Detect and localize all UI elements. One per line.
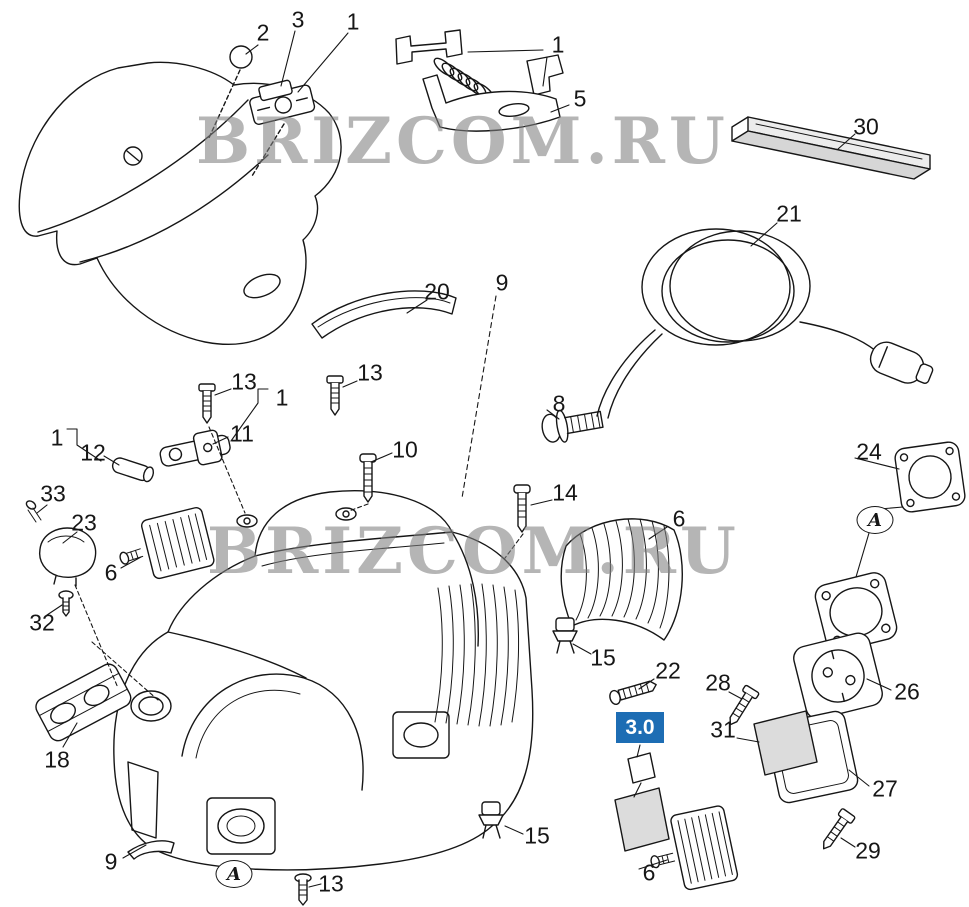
part-26-socket	[793, 632, 883, 720]
part-5-handle	[422, 54, 564, 132]
part-gasket-a	[814, 572, 898, 652]
leader-lines	[36, 30, 904, 888]
part-18-assembly	[35, 663, 132, 742]
part-1-bracket-top	[395, 29, 463, 65]
part-29-screw	[822, 808, 856, 850]
part-15-clip-b	[478, 801, 504, 839]
part-13-screw-b	[326, 375, 344, 416]
part-20-strip	[311, 290, 457, 339]
part-3-0-sticker	[614, 752, 670, 852]
part-30-rail	[731, 116, 931, 180]
part-14-screw	[513, 484, 531, 533]
part-6-grille-left	[140, 506, 215, 580]
part-12-pin	[111, 457, 155, 483]
part-33-screw	[25, 500, 42, 523]
part-23-cap	[38, 527, 97, 587]
part-6-grille-right	[560, 518, 683, 641]
part-21-power-cable	[596, 228, 934, 419]
part-6-screw-bottom	[650, 852, 676, 869]
part-31-pad	[753, 710, 818, 776]
part-22-screw	[609, 680, 657, 706]
part-15-clip-a	[552, 617, 578, 654]
part-3-latch	[249, 79, 316, 125]
part-11-bracket	[159, 429, 231, 467]
part-upper-housing	[18, 61, 342, 346]
part-6-grille-bottom	[670, 805, 739, 891]
part-10-screw	[359, 453, 377, 503]
plug-icon	[869, 341, 934, 384]
part-24-gasket-plate	[894, 441, 966, 513]
highlight-badge[interactable]: 3.0	[616, 712, 664, 743]
part-6-screw-left	[119, 548, 144, 565]
part-32-screw	[58, 590, 74, 617]
part-2-cap	[229, 45, 253, 69]
part-28-screw	[729, 684, 760, 726]
part-main-housing	[113, 490, 534, 871]
part-13-screw-bottom	[294, 873, 312, 906]
part-8-screw	[541, 409, 604, 443]
part-13-screw-a	[198, 383, 216, 424]
